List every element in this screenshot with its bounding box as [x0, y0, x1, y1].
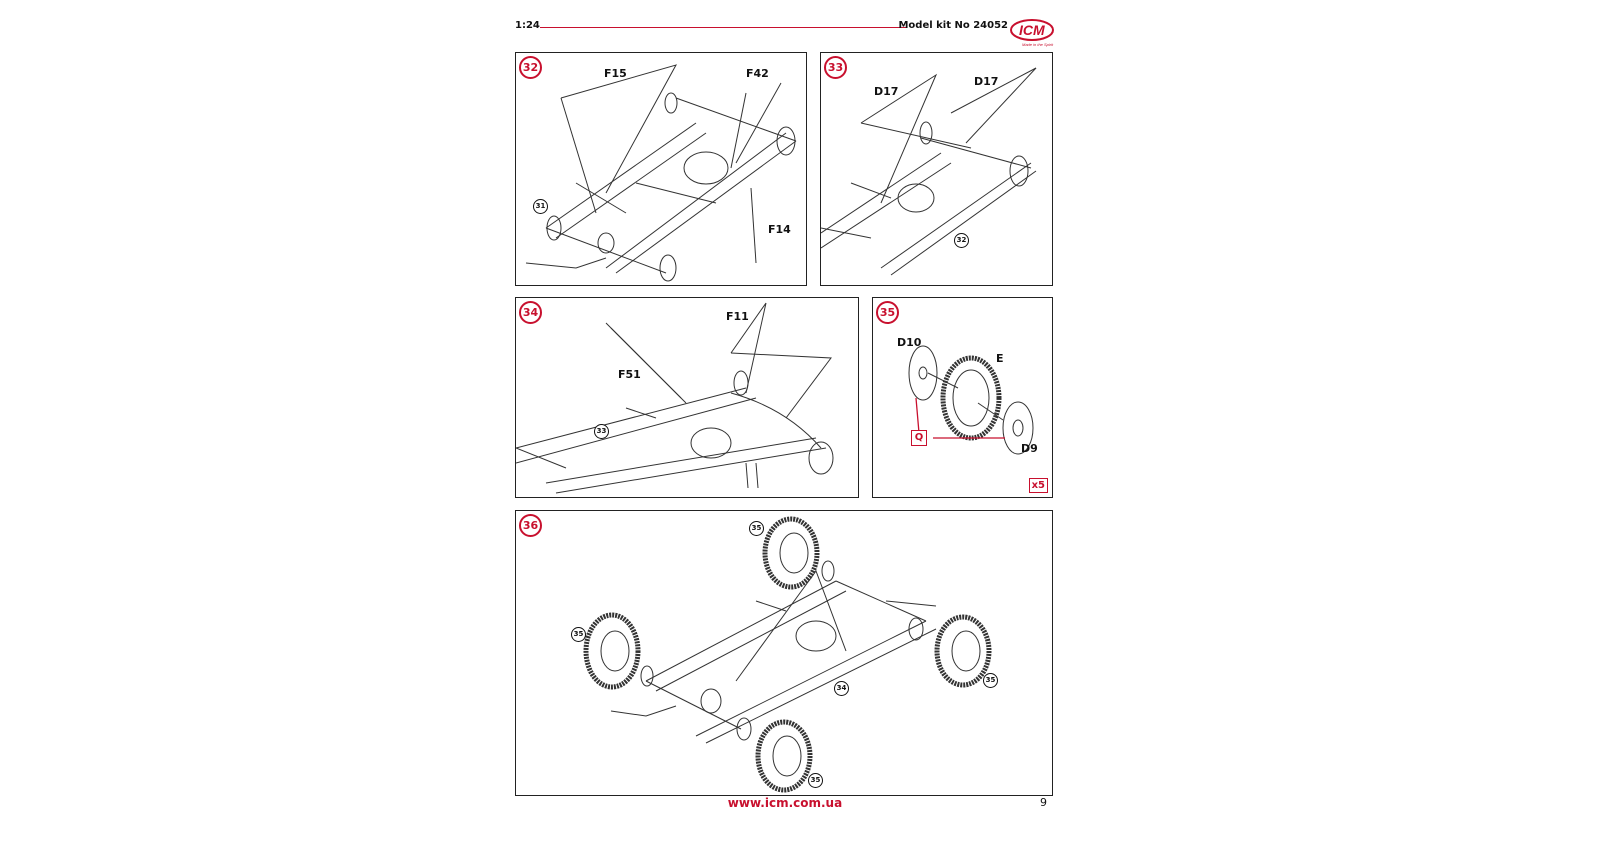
step-32-panel: 32 F15 F42 F14 31 — [515, 52, 807, 286]
step-35-panel: 35 D10 E D9 Q x5 — [872, 297, 1053, 498]
part-label: D10 — [897, 336, 922, 349]
part-label: F42 — [746, 67, 769, 80]
step-reference: 35 — [808, 773, 823, 788]
step-reference: 34 — [834, 681, 849, 696]
chassis-with-wheels-drawing — [583, 516, 992, 793]
chassis-drawing — [525, 64, 797, 282]
wheel-assembly-drawing — [908, 345, 1034, 455]
part-label: D17 — [874, 85, 899, 98]
header-rule — [540, 27, 906, 28]
step-reference: 32 — [954, 233, 969, 248]
part-label: F15 — [604, 67, 627, 80]
svg-text:Made in the Spirit: Made in the Spirit — [1022, 42, 1054, 47]
step-34-panel: 34 F11 F51 33 — [515, 297, 859, 498]
quantity-badge: x5 — [1028, 478, 1048, 493]
scale-label: 1:24 — [515, 20, 540, 31]
part-label: E — [996, 352, 1004, 365]
step-36-panel: 36 35 35 35 35 34 — [515, 510, 1053, 796]
part-label: D9 — [1021, 442, 1038, 455]
part-label: D17 — [974, 75, 999, 88]
step-number: 35 — [876, 301, 899, 324]
part-label: F51 — [618, 368, 641, 381]
paint-code-badge: Q — [911, 430, 927, 446]
step-number: 36 — [519, 514, 542, 537]
step-33-panel: 33 D17 D17 32 — [820, 52, 1053, 286]
svg-text:ICM: ICM — [1019, 22, 1045, 38]
step-number: 32 — [519, 56, 542, 79]
kit-number: Model kit No 24052 — [898, 20, 1008, 31]
chassis-drawing — [821, 67, 1037, 276]
chassis-drawing — [516, 302, 834, 494]
page-number: 9 — [1040, 796, 1047, 809]
website-link[interactable]: www.icm.com.ua — [727, 796, 843, 810]
step-reference: 31 — [533, 199, 548, 214]
icm-logo: ICM Made in the Spirit — [1010, 16, 1056, 48]
part-label: F14 — [768, 223, 791, 236]
step-reference: 35 — [983, 673, 998, 688]
step-number: 33 — [824, 56, 847, 79]
step-reference: 35 — [571, 627, 586, 642]
step-reference: 33 — [594, 424, 609, 439]
part-label: F11 — [726, 310, 749, 323]
step-number: 34 — [519, 301, 542, 324]
step-reference: 35 — [749, 521, 764, 536]
